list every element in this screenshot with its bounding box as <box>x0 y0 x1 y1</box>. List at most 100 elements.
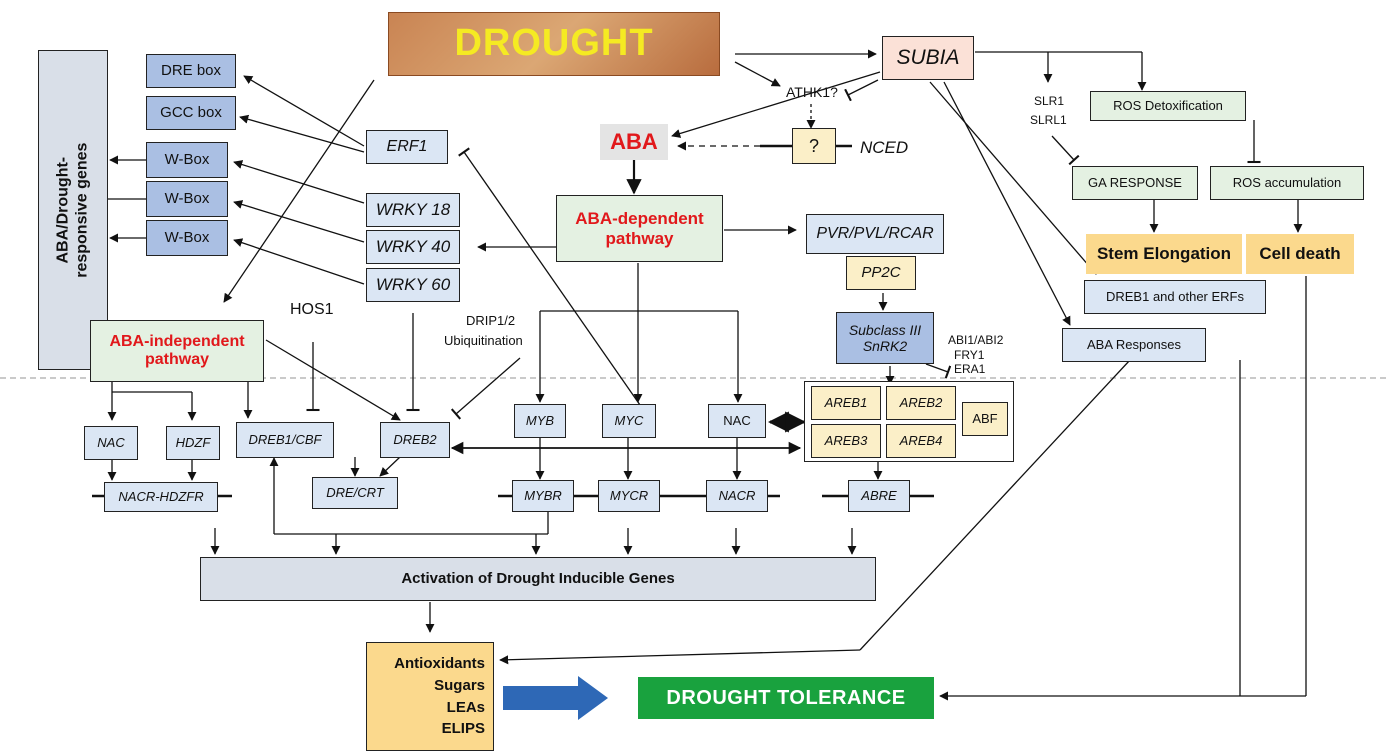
responsive-genes-line2: responsive genes <box>74 142 92 278</box>
areb2-box: AREB2 <box>886 386 956 420</box>
aba-independent-line1: ABA-independent <box>109 332 245 350</box>
aba-independent-box: ABA-independent pathway <box>90 320 264 382</box>
abf-box: ABF <box>962 402 1008 436</box>
gcc-box-label: GCC box <box>160 104 222 122</box>
aba-box: ABA <box>600 124 668 160</box>
subia-label: SUBIA <box>896 45 960 69</box>
ubiquitination-label: Ubiquitination <box>444 333 523 348</box>
responsive-genes-line1: ABA/Drought- <box>54 156 72 264</box>
athk1-label: ATHK1? <box>786 84 838 100</box>
slr1-label: SLR1 <box>1034 94 1065 108</box>
era1-label: ERA1 <box>954 362 986 376</box>
dre-crt-label: DRE/CRT <box>326 484 384 500</box>
abre-label: ABRE <box>861 487 897 503</box>
nacr-label: NACR <box>718 487 756 503</box>
nac-box-2: NAC <box>708 404 766 438</box>
products-box: Antioxidants Sugars LEAs ELIPS <box>366 642 494 751</box>
product-elips: ELIPS <box>441 720 485 738</box>
nced-label: NCED <box>860 138 909 157</box>
hdzf-box: HDZF <box>166 426 220 460</box>
dreb1-label: DREB1/CBF <box>248 431 322 447</box>
mybr-box: MYBR <box>512 480 574 512</box>
areb4-label: AREB4 <box>899 432 943 448</box>
w-box-2-label: W-Box <box>164 190 210 208</box>
wrky18-label: WRKY 18 <box>375 200 451 220</box>
pp2c-box: PP2C <box>846 256 916 290</box>
activation-box: Activation of Drought Inducible Genes <box>200 557 876 601</box>
areb2-label: AREB2 <box>899 394 943 410</box>
cell-death-box: Cell death <box>1246 234 1354 274</box>
wrky40-box: WRKY 40 <box>366 230 460 264</box>
dreb2-label: DREB2 <box>393 431 437 447</box>
snrk2-line2: SnRK2 <box>862 338 908 354</box>
areb3-label: AREB3 <box>824 432 868 448</box>
areb1-label: AREB1 <box>824 394 868 410</box>
abf-label: ABF <box>972 410 998 426</box>
nac-1-label: NAC <box>97 434 125 450</box>
aba-label: ABA <box>610 129 658 155</box>
w-box-1-label: W-Box <box>164 151 210 169</box>
dreb2-box: DREB2 <box>380 422 450 458</box>
w-box-1: W-Box <box>146 142 228 178</box>
ros-detox-label: ROS Detoxification <box>1113 97 1223 113</box>
erf1-box: ERF1 <box>366 130 448 164</box>
stem-elongation-box: Stem Elongation <box>1086 234 1242 274</box>
drought-banner: DROUGHT <box>388 12 720 76</box>
question-label: ? <box>808 135 819 156</box>
aba-dependent-line2: pathway <box>605 228 674 248</box>
mybr-label: MYBR <box>524 487 562 503</box>
cell-death-label: Cell death <box>1259 244 1341 264</box>
areb4-box: AREB4 <box>886 424 956 458</box>
mycr-label: MYCR <box>609 487 649 503</box>
erf1-label: ERF1 <box>386 137 428 155</box>
myb-box: MYB <box>514 404 566 438</box>
w-box-3: W-Box <box>146 220 228 256</box>
ga-response-box: GA RESPONSE <box>1072 166 1198 200</box>
myb-label: MYB <box>525 412 555 428</box>
dre-box: DRE box <box>146 54 236 88</box>
aba-dependent-line1: ABA-dependent <box>575 208 704 228</box>
fry1-label: FRY1 <box>954 348 985 362</box>
dreb1-erfs-box: DREB1 and other ERFs <box>1084 280 1266 314</box>
nacr-hdzfr-box: NACR-HDZFR <box>104 482 218 512</box>
ros-accum-label: ROS accumulation <box>1232 174 1342 190</box>
product-antioxidants: Antioxidants <box>394 655 485 672</box>
snrk2-line1: Subclass III <box>848 321 922 338</box>
dre-box-label: DRE box <box>160 62 222 80</box>
product-sugars: Sugars <box>434 676 485 694</box>
aba-dependent-box: ABA-dependent pathway <box>556 195 723 262</box>
drought-label: DROUGHT <box>454 22 654 65</box>
nac-box-1: NAC <box>84 426 138 460</box>
gcc-box: GCC box <box>146 96 236 130</box>
blue-arrow <box>503 676 608 720</box>
stem-elongation-label: Stem Elongation <box>1096 244 1232 264</box>
areb3-box: AREB3 <box>811 424 881 458</box>
drip-label: DRIP1/2 <box>466 313 516 328</box>
w-box-3-label: W-Box <box>164 229 210 247</box>
nac-2-label: NAC <box>723 412 751 428</box>
tolerance-label: DROUGHT TOLERANCE <box>666 686 906 709</box>
pvr-box: PVR/PVL/RCAR <box>806 214 944 254</box>
hos1-label: HOS1 <box>290 301 334 318</box>
aba-responses-box: ABA Responses <box>1062 328 1206 362</box>
aba-responses-label: ABA Responses <box>1087 336 1181 352</box>
abi-label: ABI1/ABI2 <box>948 333 1004 347</box>
unknown-box: ? <box>792 128 836 164</box>
responsive-genes-box: ABA/Drought- responsive genes <box>38 50 108 370</box>
wrky18-box: WRKY 18 <box>366 193 460 227</box>
abre-box: ABRE <box>848 480 910 512</box>
wrky40-label: WRKY 40 <box>375 237 451 257</box>
wrky60-box: WRKY 60 <box>366 268 460 302</box>
product-leas: LEAs <box>446 698 485 716</box>
tolerance-box: DROUGHT TOLERANCE <box>638 677 934 719</box>
w-box-2: W-Box <box>146 181 228 217</box>
myc-box: MYC <box>602 404 656 438</box>
responsive-genes-label: ABA/Drought- responsive genes <box>54 142 92 277</box>
myc-label: MYC <box>614 412 644 428</box>
ros-detox-box: ROS Detoxification <box>1090 91 1246 121</box>
ga-response-label: GA RESPONSE <box>1088 174 1182 190</box>
hdzf-label: HDZF <box>175 434 211 450</box>
snrk2-box: Subclass III SnRK2 <box>836 312 934 364</box>
nacr-box: NACR <box>706 480 768 512</box>
